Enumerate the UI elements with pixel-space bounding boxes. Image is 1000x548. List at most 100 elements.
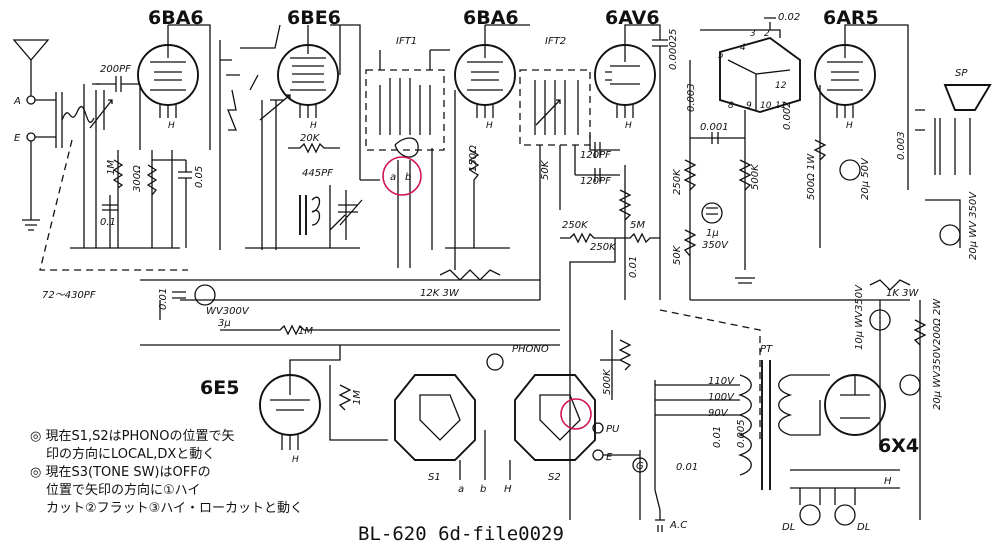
notes-block: ◎ 現在S1,S2はPHONOの位置で矢 印の方向にLOCAL,DXと動く ◎ … — [30, 429, 303, 516]
speaker-label: SP — [955, 68, 968, 79]
gang-dashed-line — [39, 139, 188, 271]
resistor-label-1m: 1M — [106, 160, 117, 175]
ift2-label: IFT2 — [545, 36, 566, 47]
point-b-label: b — [405, 172, 411, 183]
resistor-label-12k: 12K 3W — [420, 288, 460, 299]
ift1-box — [365, 69, 445, 151]
note-line-5: カット②フラット③ハイ・ローカットと動く — [46, 501, 303, 516]
cap-label-0-05: 0.05 — [194, 166, 205, 188]
note-line-2: 印の方向にLOCAL,DXと動く — [46, 446, 215, 462]
tube-label-v7: 6X4 — [878, 435, 919, 457]
tube-label-v4: 6AV6 — [605, 7, 660, 29]
antenna-terminal — [26, 95, 36, 105]
resistor-label-500ohm: 500Ω 1W — [806, 153, 817, 200]
output-label-b: b — [480, 484, 486, 495]
e-label-2: E — [606, 452, 613, 463]
pin-label: 2 — [764, 29, 770, 39]
cap-label-20u-350v: 20μ WV 350V — [968, 191, 979, 260]
cap-label-20u-350v-b: 20μ WV350V — [932, 344, 943, 410]
cap-label-0-00025: 0.00025 — [668, 29, 679, 70]
pin-label: 12 — [775, 81, 787, 91]
tube-label-v6: 6E5 — [200, 377, 239, 399]
switch-label-s2: S2 — [548, 472, 561, 483]
ac-label: A.C — [669, 520, 687, 531]
cap-label-445pf: 445PF — [302, 168, 333, 179]
resistor-label-250k-1: 250K — [562, 220, 589, 231]
resistor-label-1k: 1K 3W — [886, 288, 919, 299]
resistor-label-1m-b: 1M — [298, 326, 313, 337]
cap-label-0-1: 0.1 — [100, 217, 116, 228]
cap-label-0-02-top: 0.02 — [778, 12, 800, 23]
voltage-label-350v-a: 350V — [702, 240, 729, 251]
g-label: G — [636, 461, 644, 472]
phono-label: PHONO — [512, 344, 549, 355]
cap-label-0-005: 0.005 — [736, 419, 747, 448]
note-line-4: 位置で矢印の方向に①ハイ — [46, 482, 200, 498]
ift1-label: IFT1 — [396, 36, 417, 47]
dial-lamp-2 — [834, 504, 856, 526]
pickup-terminal — [592, 422, 604, 434]
heater-label: H — [292, 455, 299, 465]
heater-label: H — [168, 121, 175, 131]
cap-label-0-003-b: 0.003 — [896, 131, 907, 160]
cap-label-200pf: 200PF — [100, 64, 131, 75]
cap-label-120pf-1: 120PF — [580, 150, 611, 161]
switch-gang-dashed — [659, 309, 761, 440]
tap-label-100v: 100V — [708, 392, 735, 403]
tap-label-110v: 110V — [708, 376, 735, 387]
phono-jack — [486, 353, 504, 371]
heater-label: H — [310, 121, 317, 131]
cap-label-20u-50v: 20μ 50V — [860, 157, 871, 200]
output-label-h: H — [504, 484, 512, 495]
ift2-box — [519, 69, 591, 146]
selector-switch-s2 — [514, 374, 596, 461]
cap-label-0-003: 0.003 — [686, 83, 697, 112]
resistor-label-50k: 50K — [540, 159, 551, 180]
cap-label-0-01-c: 0.01 — [712, 426, 723, 448]
heater-label: H — [846, 121, 853, 131]
caption: BL-620 6d-file0029 — [358, 523, 564, 545]
dl-label-1: DL — [782, 522, 795, 533]
tube-v4-symbol — [594, 44, 656, 118]
cap-label-0-01-b: 0.01 — [158, 288, 169, 310]
point-a-label: a — [390, 172, 396, 183]
cap-label-3u: 3μ — [218, 318, 231, 329]
dial-lamp-1 — [799, 504, 821, 526]
tube-v3-symbol — [454, 44, 516, 118]
tube-v5-symbol — [814, 44, 876, 118]
resistor-label-5m: 5M — [630, 220, 645, 231]
resistor-label-500k-a: 500K — [750, 163, 761, 190]
tube-label-v2: 6BE6 — [287, 7, 341, 29]
terminal-label-a: A — [13, 96, 21, 107]
selector-switch-s1 — [394, 374, 476, 461]
resistor-label-1m-c: 1M — [352, 390, 363, 405]
cap-label-0-002: 0.002 — [782, 101, 793, 130]
resistor-label-500k-b: 500K — [602, 368, 613, 395]
resistor-label-50k-b: 50K — [672, 244, 683, 265]
pin-label: 4 — [740, 43, 746, 53]
pt-label: PT — [760, 344, 773, 355]
tube-label-v1: 6BA6 — [148, 7, 204, 29]
heater-label: H — [486, 121, 493, 131]
dl-label-2: DL — [857, 522, 870, 533]
pickup-earth-terminal — [592, 449, 604, 461]
note-line-3: ◎ 現在S3(TONE SW)はOFFの — [30, 465, 211, 480]
power-transformer — [737, 360, 793, 490]
pu-label: PU — [606, 424, 620, 435]
cap-label-0-001: 0.001 — [700, 122, 729, 133]
tube-label-v3: 6BA6 — [463, 7, 519, 29]
pin-label: 5 — [718, 51, 724, 61]
antenna-symbol — [12, 39, 50, 96]
switch-label-s1: S1 — [428, 472, 441, 483]
pin-label: 9 — [746, 101, 752, 111]
resistor-label-200ohm: 200Ω 2W — [932, 298, 943, 345]
heater-label: H — [625, 121, 632, 131]
cap-label-0-01-d: 0.01 — [676, 462, 698, 473]
tap-label-90v: 90V — [708, 408, 729, 419]
resistor-label-250k-3: 250K — [672, 168, 683, 195]
tube-v2-symbol — [277, 44, 339, 118]
resistor-label-150: 150Ω — [468, 145, 479, 172]
resistor-label-250k-2: 250K — [590, 242, 617, 253]
